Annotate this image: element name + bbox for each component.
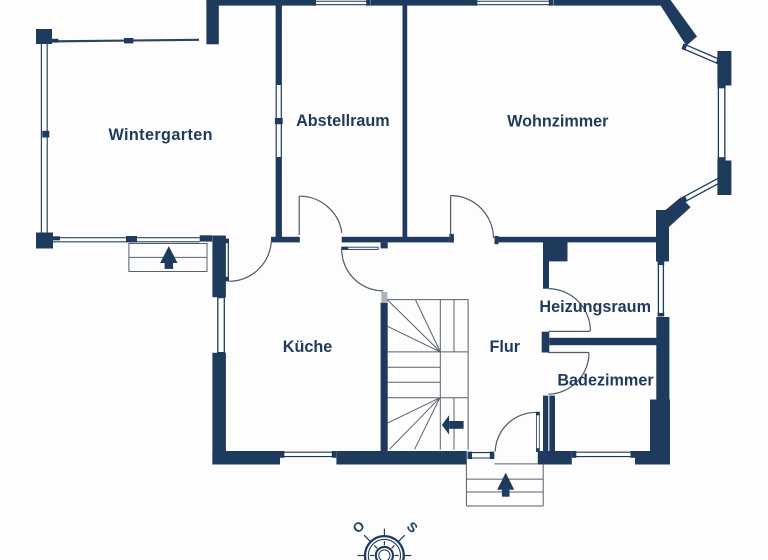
svg-text:Wohnzimmer: Wohnzimmer xyxy=(507,113,609,131)
svg-text:Flur: Flur xyxy=(490,338,521,356)
svg-text:Wintergarten: Wintergarten xyxy=(108,126,213,144)
svg-text:Heizungsraum: Heizungsraum xyxy=(539,298,651,316)
svg-text:Abstellraum: Abstellraum xyxy=(296,112,390,130)
svg-text:Küche: Küche xyxy=(283,338,332,356)
svg-text:Badezimmer: Badezimmer xyxy=(557,372,654,390)
